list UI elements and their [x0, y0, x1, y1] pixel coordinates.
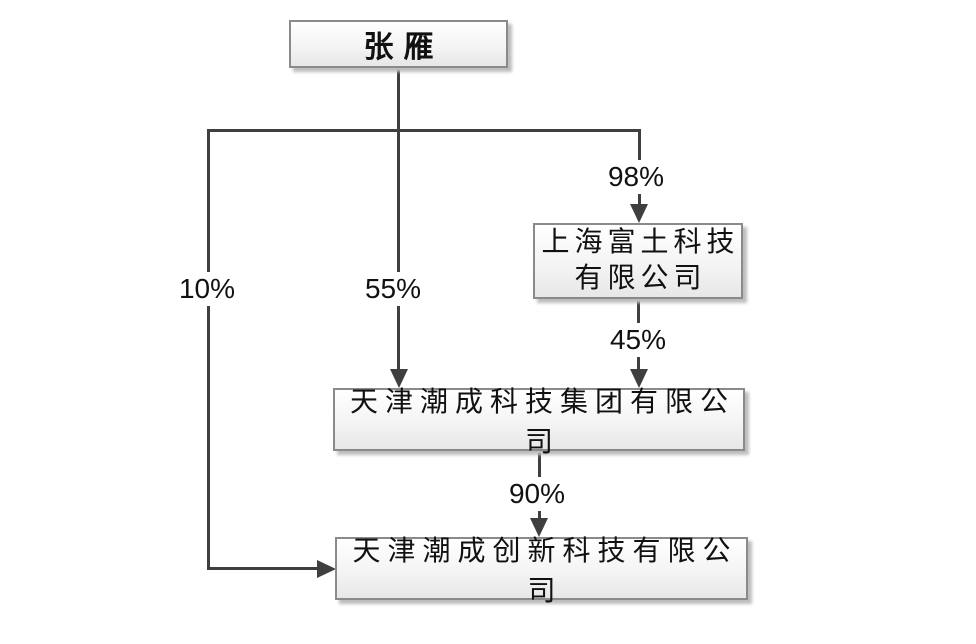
- node-tianjin-innovation-label: 天津潮成创新科技有限公司: [352, 535, 738, 607]
- node-zhang-yan-label: 张雁: [363, 31, 444, 64]
- arrowhead-into-group-from-zhangyan: [390, 369, 408, 388]
- arrowhead-into-innovation-from-zhangyan: [317, 560, 336, 578]
- node-zhang-yan: 张雁: [289, 20, 508, 68]
- arrowhead-into-innovation-from-group: [530, 518, 548, 537]
- edge-label-45pct: 45%: [605, 323, 671, 357]
- edge-line-zhangyan-down: [397, 68, 400, 131]
- arrowhead-into-shanghai: [630, 204, 648, 223]
- edge-label-98pct: 98%: [603, 160, 669, 194]
- edge-line-branch-horizontal: [207, 129, 641, 132]
- edge-line-10pct-horizontal: [207, 567, 319, 570]
- node-tianjin-chaocheng-innovation: 天津潮成创新科技有限公司: [335, 536, 748, 607]
- edge-label-90pct: 90%: [504, 477, 570, 511]
- node-shanghai-label-line2: 有限公司: [574, 263, 707, 294]
- edge-line-10pct-vertical: [207, 129, 210, 569]
- edge-line-55pct-vertical: [397, 129, 400, 371]
- node-shanghai-futu-technology: 上海富土科技 有限公司: [533, 223, 743, 299]
- node-shanghai-label-line1: 上海富土科技: [541, 227, 740, 259]
- node-tianjin-chaocheng-group: 天津潮成科技集团有限公司: [333, 387, 745, 458]
- arrowhead-into-group-from-shanghai: [630, 369, 648, 388]
- edge-label-55pct: 55%: [360, 272, 426, 306]
- node-tianjin-group-label: 天津潮成科技集团有限公司: [349, 386, 735, 458]
- edge-label-10pct: 10%: [174, 272, 240, 306]
